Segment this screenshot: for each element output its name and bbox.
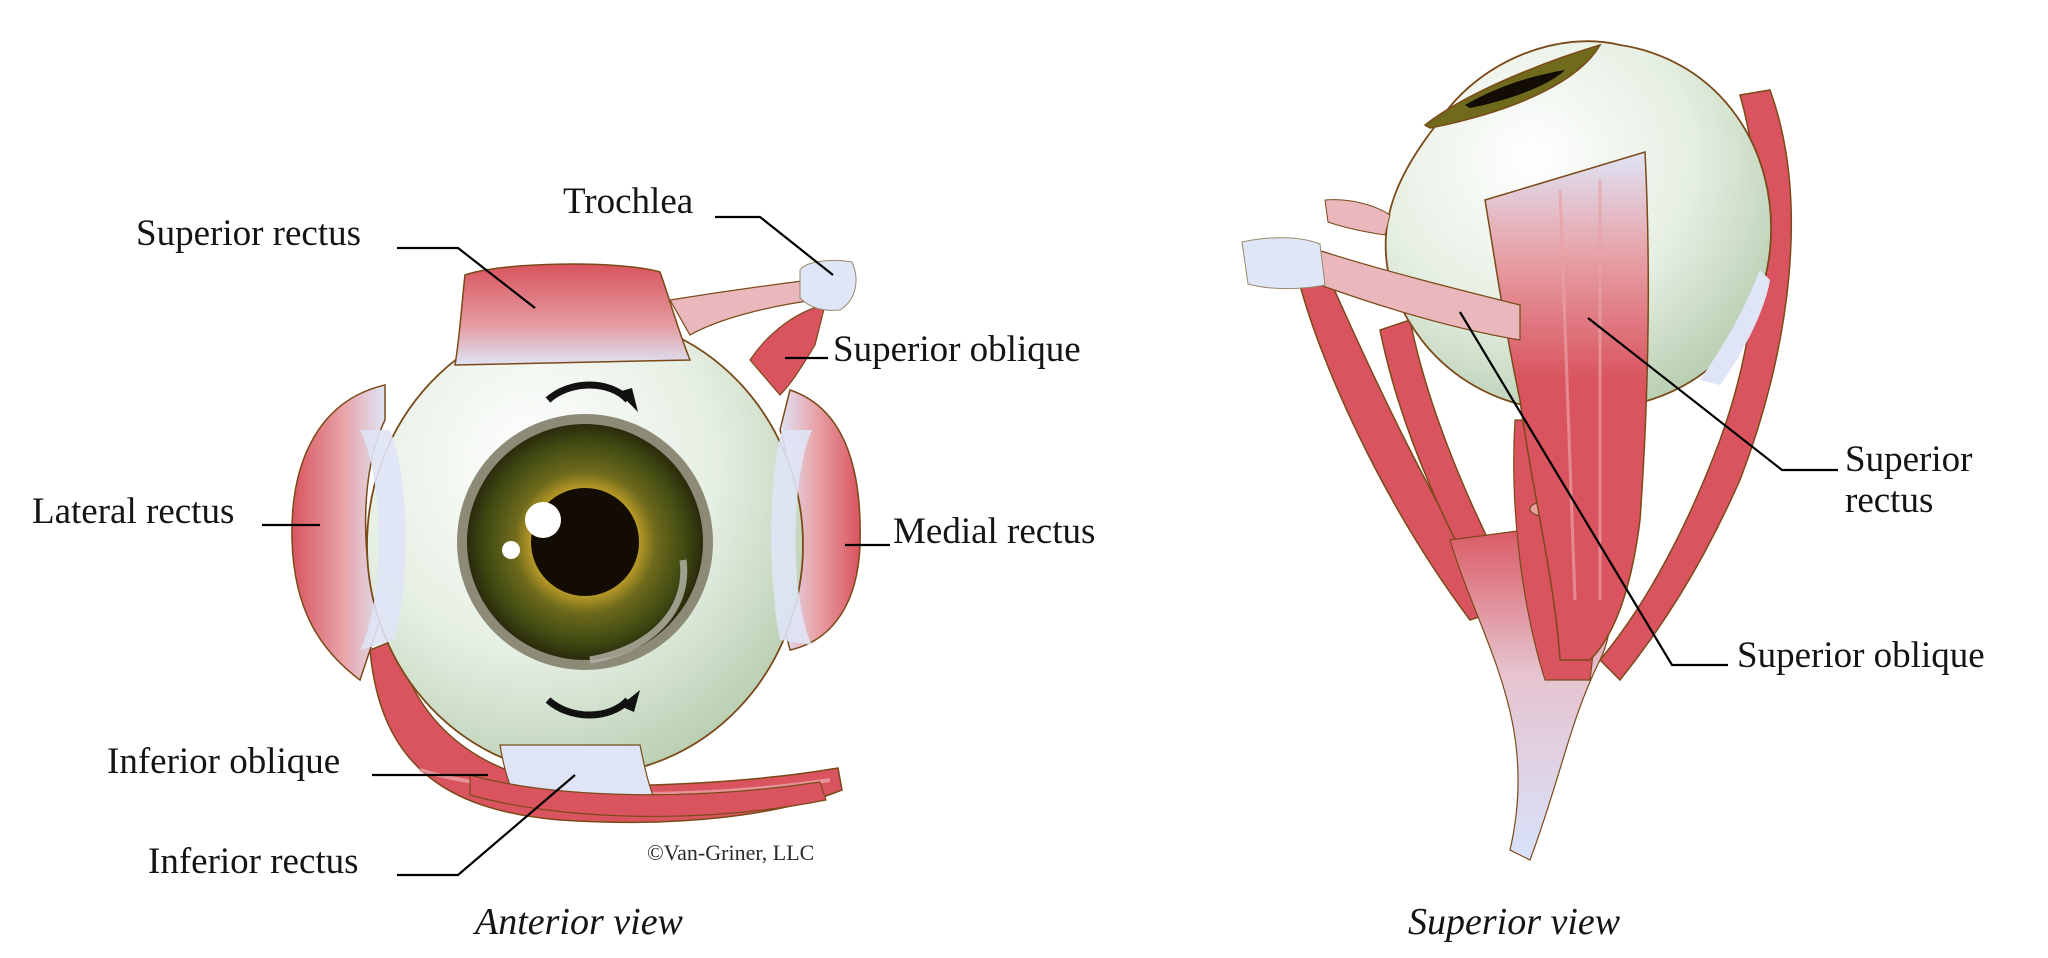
- label-superior-rectus: Superior rectus: [136, 213, 362, 254]
- label-superior-rectus-superior-line1: Superior: [1845, 439, 1973, 480]
- highlight-small: [502, 541, 520, 559]
- caption-superior-view: Superior view: [1408, 901, 1621, 943]
- caption-anterior-view: Anterior view: [475, 901, 683, 943]
- leader-superior-rectus-superior: [1587, 317, 1838, 472]
- label-inferior-oblique: Inferior oblique: [107, 741, 341, 782]
- superior-oblique-tendon-superior-view: [1317, 249, 1521, 341]
- anterior-view: [291, 259, 861, 824]
- highlight-large: [525, 502, 561, 538]
- leader-lines: [262, 215, 1838, 877]
- lateral-rectus-muscle: [291, 384, 386, 682]
- superior-view: [1241, 40, 1793, 861]
- label-superior-oblique-superior: Superior oblique: [1737, 635, 1985, 676]
- trochlea-superior-view: [1241, 237, 1326, 290]
- leader-superior-oblique-superior: [1459, 311, 1728, 667]
- label-lateral-rectus: Lateral rectus: [32, 491, 235, 532]
- label-superior-oblique: Superior oblique: [833, 329, 1081, 370]
- copyright-notice: ©Van-Griner, LLC: [647, 840, 815, 865]
- label-medial-rectus: Medial rectus: [893, 511, 1096, 552]
- superior-rectus-muscle: [454, 263, 692, 366]
- inferior-oblique-muscle: [369, 638, 843, 824]
- superior-oblique-muscle: [749, 304, 826, 396]
- leader-superior-rectus: [397, 246, 536, 309]
- label-inferior-rectus: Inferior rectus: [148, 841, 359, 882]
- trochlea: [799, 259, 857, 311]
- leader-trochlea: [715, 215, 834, 276]
- leader-inferior-rectus: [397, 774, 576, 877]
- label-superior-rectus-superior-line2: rectus: [1845, 480, 1934, 521]
- label-trochlea: Trochlea: [563, 181, 694, 222]
